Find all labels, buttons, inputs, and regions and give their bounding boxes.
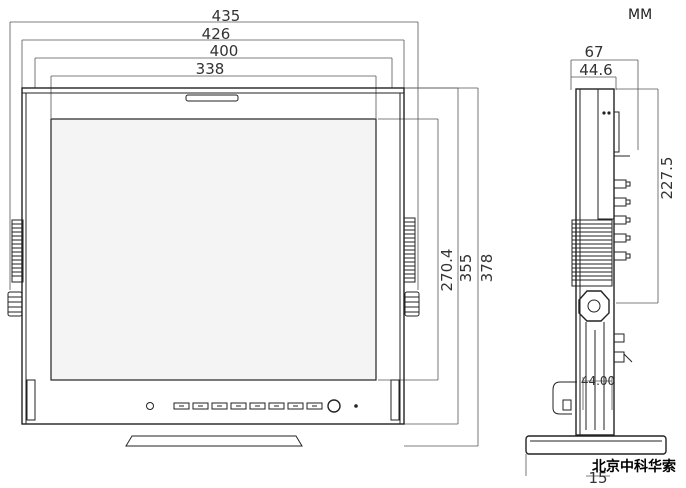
dim-line-435 — [9, 21, 419, 290]
side-rear-panel — [597, 88, 615, 220]
front-button-8 — [306, 402, 323, 410]
dim-line-378 — [404, 87, 479, 447]
rear-connectors — [613, 179, 631, 261]
rear-hook-handle — [552, 381, 577, 415]
dim-line-227-5 — [616, 88, 659, 304]
display-screen — [50, 118, 377, 381]
side-view: 67 44.6 227.5 — [525, 43, 676, 487]
front-button-1 — [173, 402, 190, 410]
side-knob-center — [587, 299, 601, 313]
lower-connector-lead — [623, 353, 633, 363]
dim-label-338: 338 — [196, 60, 225, 78]
right-vent-grille — [403, 217, 416, 283]
dim-label-435: 435 — [212, 7, 241, 25]
dim-line-338 — [50, 75, 377, 118]
left-lower-bracket — [26, 379, 36, 421]
dim-label-44-6: 44.6 — [579, 61, 612, 79]
dim-label-base: 15 — [588, 469, 607, 487]
top-handle — [185, 94, 239, 102]
dim-line-426 — [21, 39, 405, 88]
dim-line-44-6 — [571, 76, 617, 90]
dim-label-400: 400 — [210, 42, 239, 60]
dim-label-270-4: 270.4 — [438, 249, 456, 292]
front-button-6 — [268, 402, 285, 410]
dim-line-270-4 — [378, 118, 439, 381]
watermark-text: 北京中科华索 — [592, 458, 676, 475]
dim-line-44 — [582, 377, 613, 410]
side-vent-grille — [571, 219, 613, 287]
screw-1 — [602, 111, 606, 115]
left-vent-grille — [11, 219, 24, 283]
lower-connector-1 — [613, 333, 625, 343]
front-button-2 — [192, 402, 209, 410]
dim-line-400 — [34, 57, 393, 88]
front-button-7 — [287, 402, 304, 410]
rear-latch — [613, 111, 620, 153]
front-button-5 — [249, 402, 266, 410]
front-button-row — [173, 402, 323, 410]
dim-label-227-5: 227.5 — [658, 157, 676, 200]
screw-2 — [607, 111, 611, 115]
front-stand-foot — [125, 435, 303, 447]
front-button-3 — [211, 402, 228, 410]
dim-label-67: 67 — [584, 43, 603, 61]
hook-clip — [562, 399, 572, 411]
front-button-4 — [230, 402, 247, 410]
side-body — [575, 88, 615, 436]
right-knob — [404, 291, 420, 317]
left-knob — [7, 291, 23, 317]
dim-line-base — [525, 454, 610, 477]
dim-line-67 — [570, 59, 639, 150]
right-lower-bracket — [390, 379, 400, 421]
lower-connector-2 — [613, 351, 625, 363]
dim-label-378: 378 — [478, 254, 496, 283]
control-knob — [327, 399, 341, 413]
side-adjust-knob — [578, 290, 610, 322]
unit-label: MM — [628, 7, 652, 23]
side-base — [525, 435, 667, 455]
dim-label-44: 44.00 — [581, 374, 615, 388]
front-view: 435 426 400 338 270.4 — [7, 7, 496, 447]
power-led — [146, 402, 154, 410]
indicator-dot — [354, 404, 358, 408]
dim-label-426: 426 — [202, 25, 231, 43]
dim-label-355: 355 — [457, 254, 475, 283]
